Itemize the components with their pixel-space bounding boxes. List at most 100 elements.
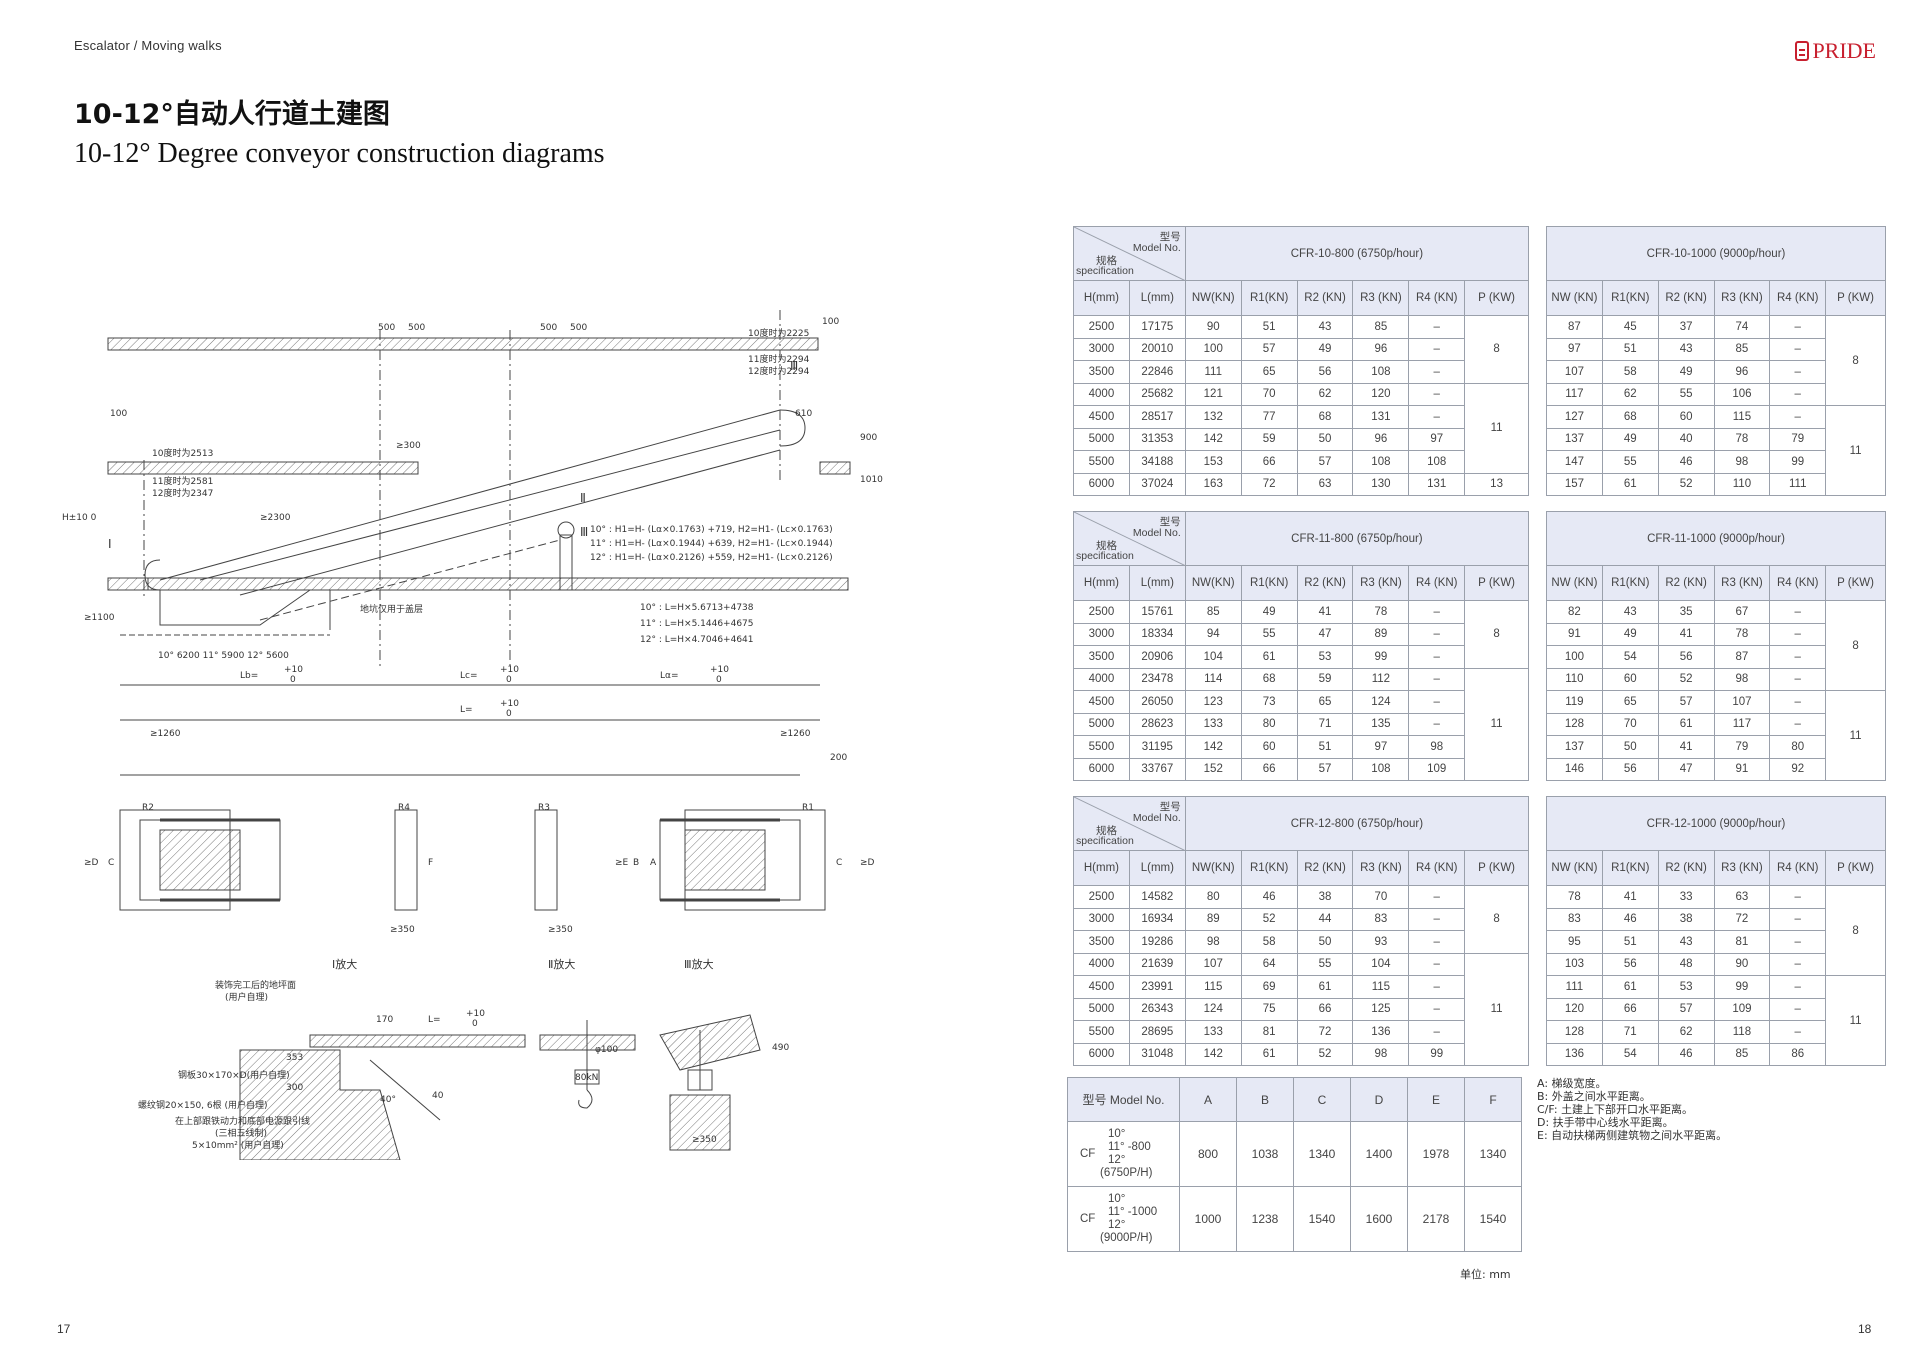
la-tol0: 0 <box>716 675 722 685</box>
corner-model-en: Model No. <box>1132 527 1181 539</box>
dim-1100: ≥1100 <box>84 613 115 623</box>
p-cell: 8 <box>1825 885 1886 976</box>
corner-spec-cn: 规格 <box>1096 540 1117 552</box>
plan-r4: R4 <box>398 803 410 813</box>
dim-col-f: F <box>1464 1077 1522 1122</box>
p-cell: 8 <box>1464 600 1529 669</box>
col-r2: R2 (KN) <box>1296 565 1354 601</box>
page-title-cn: 10-12°自动人行道土建图 <box>74 99 390 130</box>
col-h: H(mm) <box>1073 565 1130 601</box>
col-r1: R1(KN) <box>1240 280 1298 316</box>
dim-300: ≥300 <box>396 441 421 451</box>
page-number-right: 18 <box>1858 1322 1872 1336</box>
dim-col-b: B <box>1236 1077 1294 1122</box>
corner-model-en: Model No. <box>1132 242 1181 254</box>
dim-500-c: 500 <box>540 323 557 333</box>
corner-model-cn: 型号 <box>1159 516 1181 528</box>
detail-1-title: Ⅰ放大 <box>332 957 357 971</box>
formula-l-11: 11° : L=H×5.1446+4675 <box>640 619 754 629</box>
lb-label: Lb= <box>240 671 258 681</box>
detail-note-7: 5×10mm² (用户自理) <box>192 1139 284 1151</box>
table-title: CFR-12-1000 (9000p/hour) <box>1546 796 1886 851</box>
col-p: P (KW) <box>1464 850 1529 886</box>
col-r1: R1(KN) <box>1601 280 1659 316</box>
col-r1: R1(KN) <box>1601 565 1659 601</box>
formula-h-10: 10° : H1=H- (Lα×0.1763) +719, H2=H1- (Lc… <box>590 525 833 535</box>
col-r3: R3 (KN) <box>1352 850 1410 886</box>
spec-table-cfr-12-800: 型号 Model No. 规格 specification CFR-12-800… <box>1073 796 1530 1066</box>
detail-note-2: (用户自理) <box>225 991 268 1003</box>
note-line: E: 自动扶梯两侧建筑物之间水平距离。 <box>1537 1129 1728 1142</box>
p-cell: 8 <box>1825 600 1886 691</box>
plan-dim-1260-left: ≥1260 <box>150 729 181 739</box>
col-r4: R4 (KN) <box>1769 280 1827 316</box>
plan-350-left: ≥350 <box>390 925 415 935</box>
model-cell: CF 10° 11° -800 12° (6750P/H) <box>1067 1121 1180 1187</box>
detail-2-title: Ⅱ放大 <box>548 957 575 971</box>
roman-1: Ⅰ <box>108 537 112 551</box>
corner-model-cn: 型号 <box>1159 231 1181 243</box>
dim-col-a: A <box>1179 1077 1237 1122</box>
unit-label: 单位: mm <box>1460 1268 1511 1281</box>
brand-logo: PRIDE <box>1795 38 1876 64</box>
detail-dim-490: 490 <box>772 1043 789 1053</box>
plan-a: A <box>650 858 657 868</box>
col-nw: NW (KN) <box>1546 280 1603 316</box>
col-nw: NW(KN) <box>1184 565 1242 601</box>
lower-note-11: 11度时为2581 <box>152 475 213 487</box>
col-r4: R4 (KN) <box>1408 565 1466 601</box>
dim-col-d: D <box>1350 1077 1408 1122</box>
l-tol0: 0 <box>506 709 512 719</box>
plan-b: B <box>633 858 639 868</box>
col-p: P (KW) <box>1464 565 1529 601</box>
p-cell: 8 <box>1464 885 1529 954</box>
col-p: P (KW) <box>1825 565 1886 601</box>
col-r3: R3 (KN) <box>1713 280 1771 316</box>
formula-l-10: 10° : L=H×5.6713+4738 <box>640 603 754 613</box>
lc-tol0: 0 <box>506 675 512 685</box>
lb-tol0: 0 <box>290 675 296 685</box>
dim-500-b: 500 <box>408 323 425 333</box>
detail-3-title: Ⅲ放大 <box>684 957 714 971</box>
detail-dim-tol0: 0 <box>472 1019 478 1029</box>
dim-100: 100 <box>822 317 839 327</box>
corner-spec-cn: 规格 <box>1096 825 1117 837</box>
l-tol: +10 <box>500 699 519 709</box>
spec-table-cfr-12-1000: CFR-12-1000 (9000p/hour) NW (KN) R1(KN) … <box>1546 796 1886 1066</box>
note-line: D: 扶手带中心线水平距离。 <box>1537 1116 1674 1129</box>
formula-l-12: 12° : L=H×4.7046+4641 <box>640 635 754 645</box>
table-title: CFR-12-800 (6750p/hour) <box>1184 796 1530 851</box>
col-r3: R3 (KN) <box>1713 850 1771 886</box>
detail-note-6: (三相五线制) <box>215 1127 267 1139</box>
lc-tol: +10 <box>500 665 519 675</box>
lc-label: Lc= <box>460 671 478 681</box>
col-l: L(mm) <box>1128 565 1186 601</box>
col-p: P (KW) <box>1825 850 1886 886</box>
corner-model-cn: 型号 <box>1159 801 1181 813</box>
p-cell: 11 <box>1464 952 1529 1066</box>
construction-drawing: 500 500 500 500 100 10度时为2225 11度时为2294 … <box>62 310 883 1160</box>
